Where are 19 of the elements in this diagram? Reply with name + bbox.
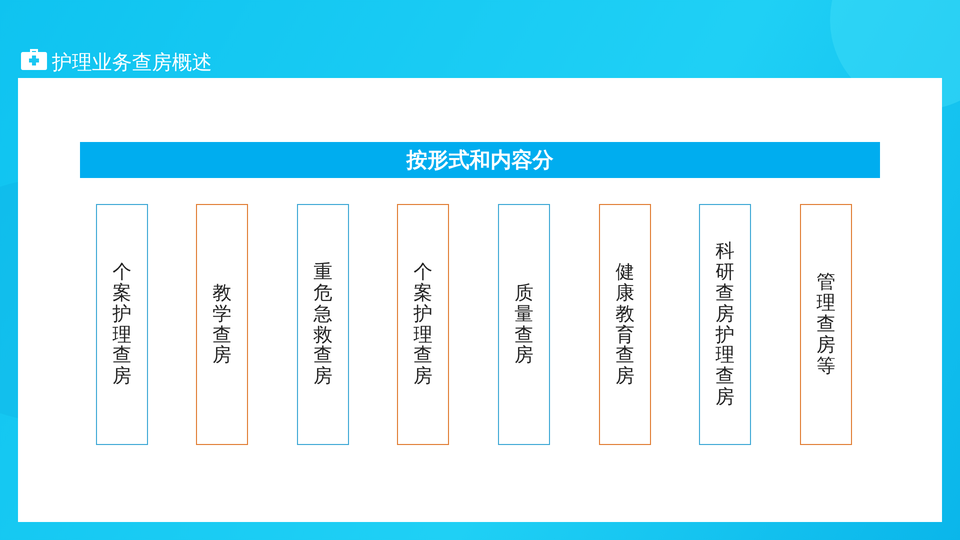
category-box: [96, 204, 148, 445]
category-label: 重危急救查房: [314, 262, 332, 388]
category-label: 个案护理查房: [414, 262, 432, 388]
category-label: 质量查房: [514, 282, 534, 366]
category-box: [397, 204, 449, 445]
category-banner: [80, 142, 880, 178]
category-label: 管理查房等: [816, 272, 836, 377]
category-label: 教学查房: [212, 282, 232, 366]
category-box: [599, 204, 651, 445]
category-box: [297, 204, 349, 445]
category-box: [498, 204, 550, 445]
slide-title: 护理业务查房概述: [52, 50, 212, 74]
category-box: [800, 204, 852, 445]
category-box: [699, 204, 751, 445]
banner-title: 按形式和内容分: [406, 147, 554, 174]
category-label: 健康教育查房: [616, 262, 634, 388]
category-box: [196, 204, 248, 445]
category-label: 个案护理查房: [112, 262, 132, 388]
category-label: 科研查房护理查房: [716, 240, 734, 408]
